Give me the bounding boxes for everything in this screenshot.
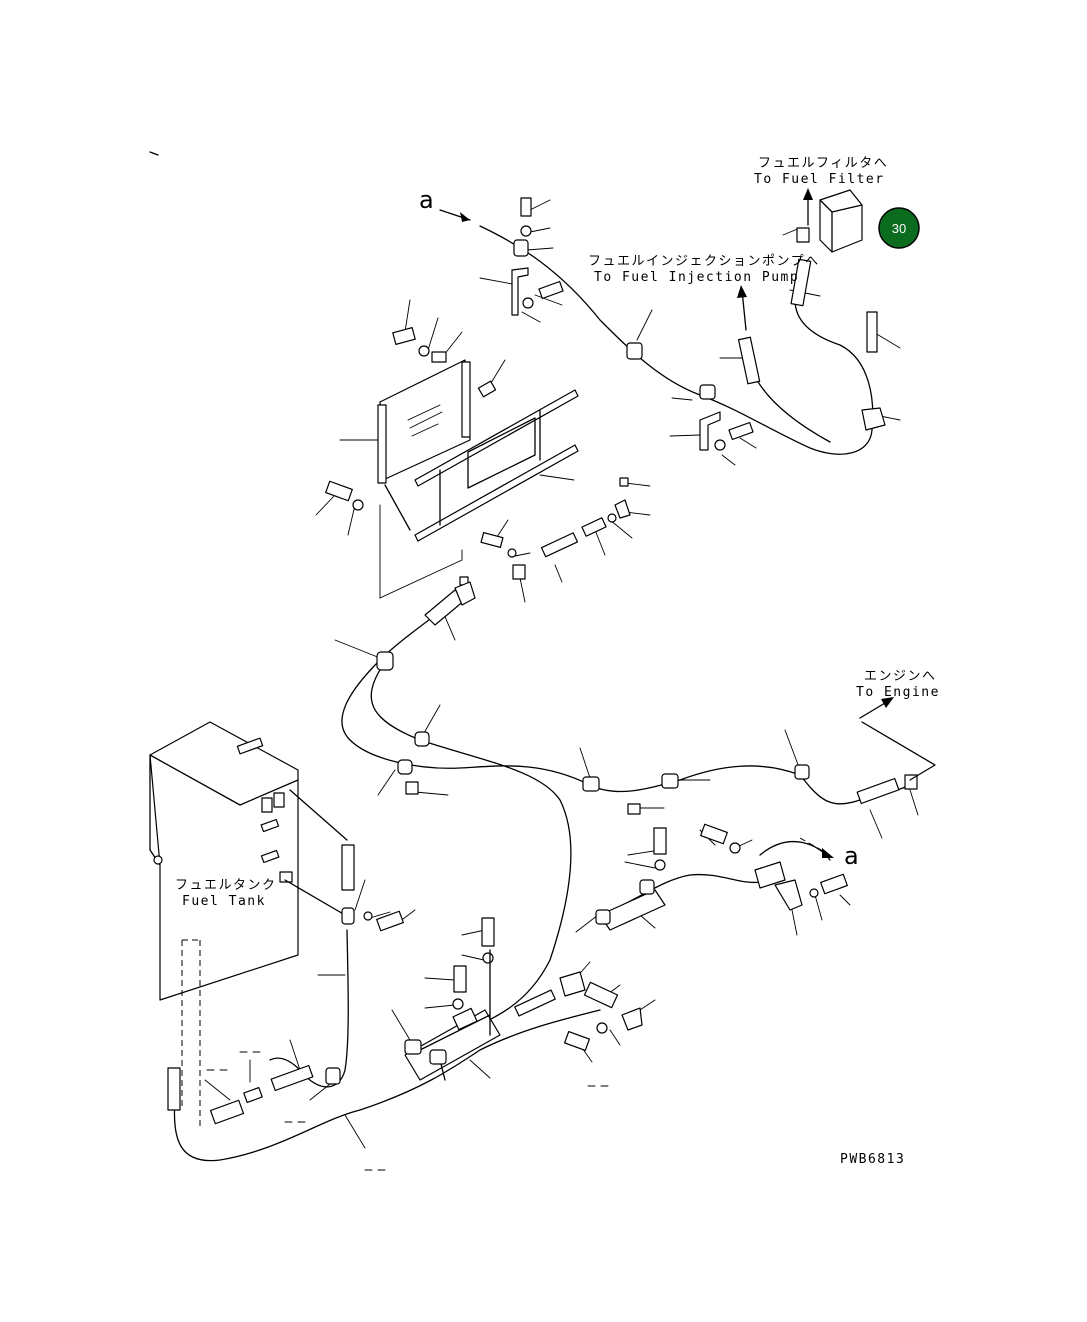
dash-marks <box>206 1051 609 1171</box>
fuel-line-loop <box>370 664 572 1041</box>
fuel-lines <box>173 225 911 1162</box>
fuel-feed-pump <box>424 477 631 626</box>
label-engine-jp: エンジンへ <box>864 669 937 684</box>
label-fuel-filter-jp: フュエルフィルタへ <box>758 156 888 171</box>
label-engine-en: To Engine <box>856 685 940 700</box>
filter-panel-assembly <box>325 327 579 599</box>
arrow-ref-a-right <box>799 837 831 856</box>
label-fuel-filter-en: To Fuel Filter <box>754 172 885 187</box>
page-badge-number: 30 <box>892 221 906 236</box>
drawing-code: PWB6813 <box>840 1152 905 1167</box>
direction-arrows <box>149 151 936 858</box>
clamps-top <box>511 197 754 451</box>
page-badge[interactable]: 30 <box>878 207 920 249</box>
label-injection-pump-jp: フュエルインジェクションポンプへ <box>588 254 820 269</box>
label-ref-a-top: a <box>419 186 434 214</box>
fuel-line-mid <box>341 599 681 793</box>
text-labels: フュエルフィルタへ To Fuel Filter フュエルインジェクションポンプ… <box>175 156 940 1167</box>
fuel-filter-bracket <box>819 189 863 253</box>
lower-manifold-bracket <box>404 879 666 1081</box>
page-badge-circle[interactable] <box>878 207 920 249</box>
tank-outlet-fittings <box>167 844 404 1125</box>
fuel-tank <box>149 721 348 1130</box>
fuel-line-to-a <box>759 840 831 861</box>
right-lower-bracket <box>653 823 848 911</box>
label-injection-pump-en: To Fuel Injection Pump <box>594 270 799 285</box>
label-ref-a-right: a <box>844 842 859 870</box>
fuel-line-injection <box>749 364 831 443</box>
fuel-line-bottom <box>173 1009 601 1162</box>
fuel-line-return-top <box>479 225 874 455</box>
hose-fittings-top <box>737 227 886 431</box>
clamps-mid <box>376 651 918 815</box>
label-fuel-tank-jp: フュエルタンク <box>175 878 277 893</box>
label-fuel-tank-en: Fuel Tank <box>182 894 266 909</box>
leader-lines <box>204 199 919 1149</box>
